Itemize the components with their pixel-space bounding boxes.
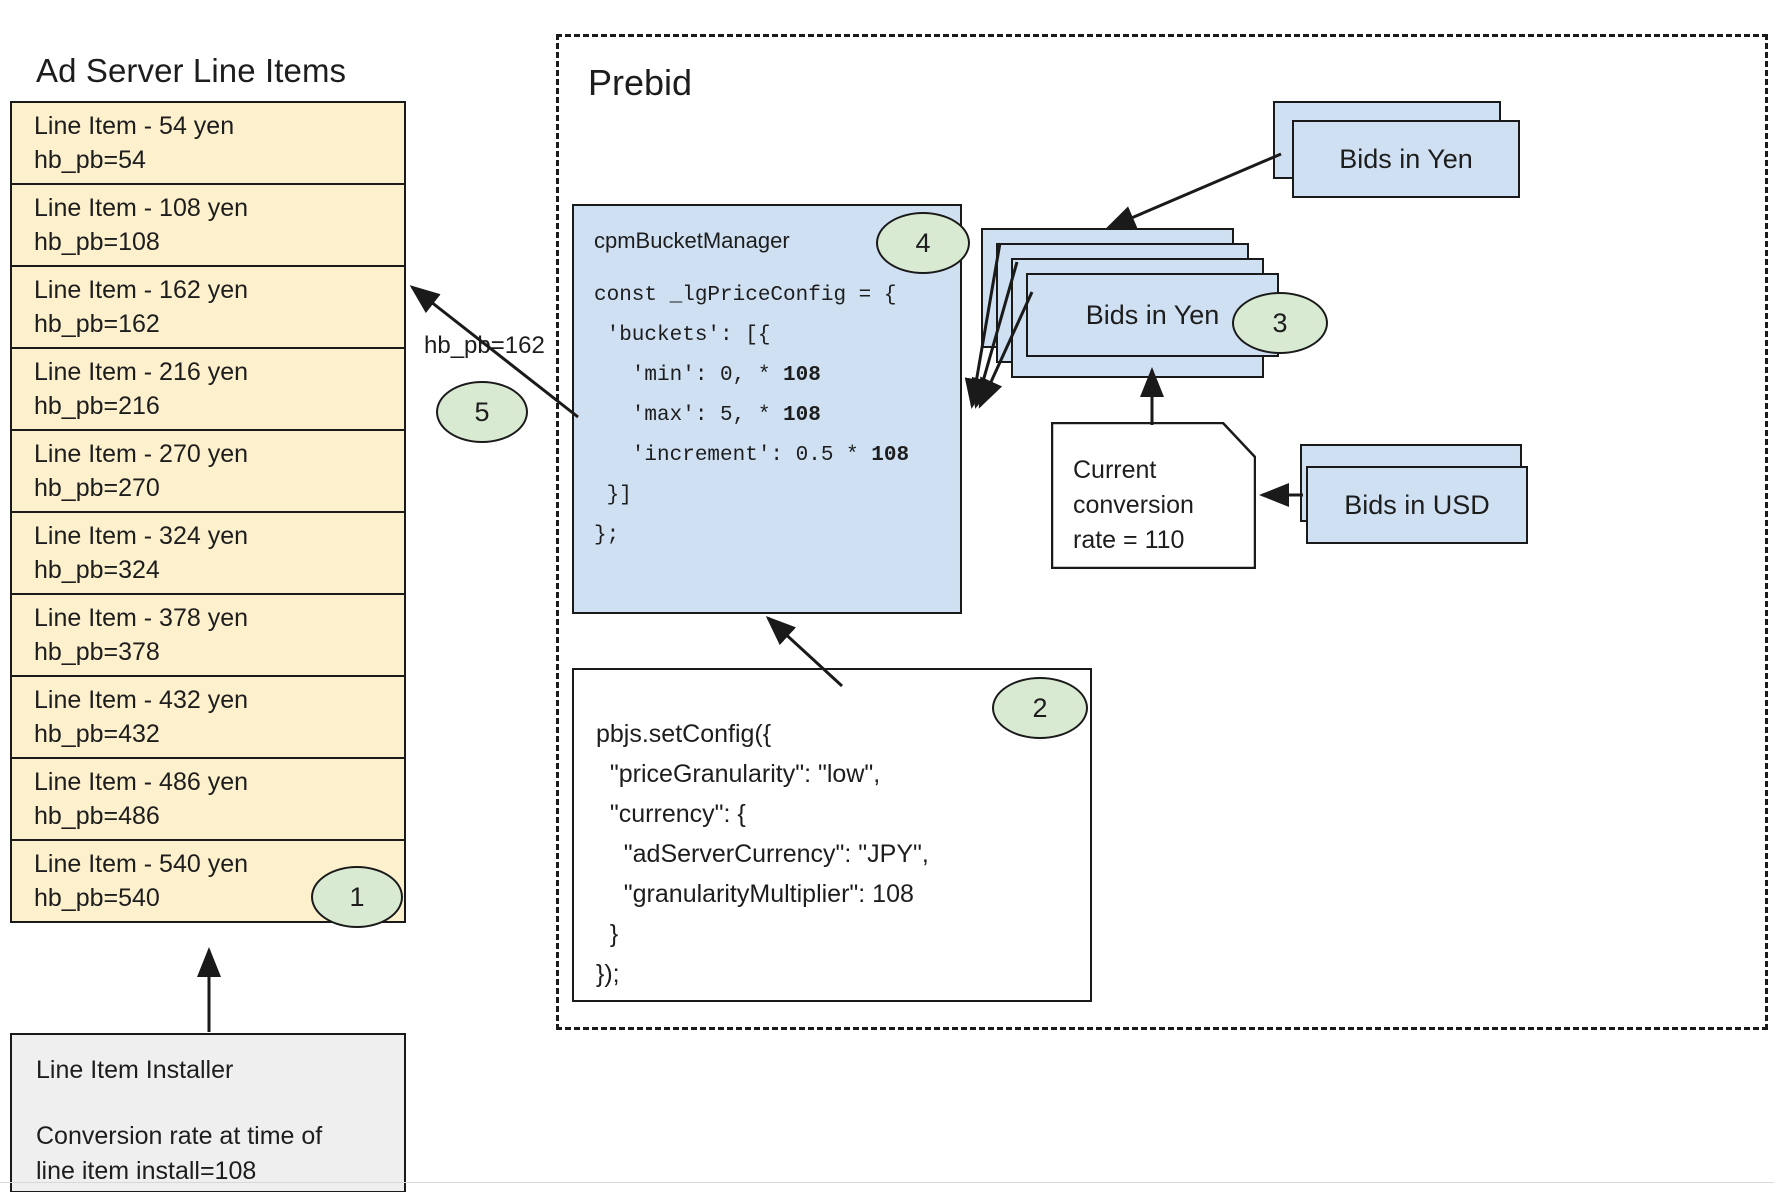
line-item-row[interactable]: Line Item - 378 yen hb_pb=378 <box>12 595 404 677</box>
cpm-bucket-manager-header: cpmBucketManager <box>594 228 790 253</box>
bottom-divider <box>0 1182 1774 1183</box>
line-items-table: Line Item - 54 yen hb_pb=54 Line Item - … <box>10 101 406 923</box>
line-item-installer-title: Line Item Installer <box>36 1056 234 1084</box>
line-item-key: hb_pb=378 <box>34 638 160 666</box>
line-item-row[interactable]: Line Item - 162 yen hb_pb=162 <box>12 267 404 349</box>
edge-label-hb-pb: hb_pb=162 <box>424 332 545 359</box>
ad-server-line-items-title: Ad Server Line Items <box>36 52 347 89</box>
cpm-bucket-manager-box: cpmBucketManager const _lgPriceConfig = … <box>572 204 962 614</box>
line-item-row[interactable]: Line Item - 216 yen hb_pb=216 <box>12 349 404 431</box>
conversion-rate-note-text: Current conversion rate = 110 <box>1073 453 1194 558</box>
step-badge-3-label: 3 <box>1272 307 1288 338</box>
cpm-bucket-manager-code: const _lgPriceConfig = { 'buckets': [{ '… <box>594 284 910 547</box>
pbjs-setconfig-code: pbjs.setConfig({ "priceGranularity": "lo… <box>596 720 929 988</box>
step-badge-1: 1 <box>311 866 403 928</box>
line-item-name: Line Item - 486 yen <box>34 768 249 796</box>
line-item-key: hb_pb=54 <box>34 146 146 174</box>
conversion-rate-note: Current conversion rate = 110 <box>1050 421 1257 570</box>
bids-in-usd-box[interactable]: Bids in USD <box>1306 466 1528 544</box>
prebid-title: Prebid <box>588 62 693 103</box>
step-badge-5: 5 <box>436 381 528 443</box>
line-item-key: hb_pb=486 <box>34 802 160 830</box>
line-item-name: Line Item - 540 yen <box>34 850 249 878</box>
line-item-row[interactable]: Line Item - 486 yen hb_pb=486 <box>12 759 404 841</box>
step-badge-2: 2 <box>992 677 1088 739</box>
line-item-key: hb_pb=108 <box>34 228 160 256</box>
step-badge-1-label: 1 <box>349 881 365 912</box>
prebid-boundary <box>556 34 1768 1030</box>
line-item-key: hb_pb=162 <box>34 310 160 338</box>
line-item-name: Line Item - 432 yen <box>34 686 249 714</box>
installer-note-line-1: Conversion rate at time of <box>36 1122 323 1150</box>
bids-in-usd-label: Bids in USD <box>1344 489 1490 520</box>
bids-in-yen-label: Bids in Yen <box>1085 299 1220 330</box>
step-badge-2-label: 2 <box>1032 692 1048 723</box>
note-line-3: rate = 110 <box>1073 526 1185 554</box>
line-item-installer-box: Line Item Installer Conversion rate at t… <box>10 1033 406 1192</box>
line-item-name: Line Item - 108 yen <box>34 194 249 222</box>
line-item-name: Line Item - 216 yen <box>34 358 249 386</box>
installer-note-line-2: line item install=108 <box>36 1157 257 1185</box>
line-item-key: hb_pb=270 <box>34 474 160 502</box>
line-item-row[interactable]: Line Item - 54 yen hb_pb=54 <box>12 103 404 185</box>
note-line-2: conversion <box>1073 491 1194 519</box>
line-item-row[interactable]: Line Item - 108 yen hb_pb=108 <box>12 185 404 267</box>
bids-in-yen-top-label: Bids in Yen <box>1339 143 1473 174</box>
note-shape-icon <box>1050 421 1257 570</box>
line-item-key: hb_pb=324 <box>34 556 160 584</box>
line-item-name: Line Item - 54 yen <box>34 112 235 140</box>
line-item-key: hb_pb=216 <box>34 392 160 420</box>
line-item-name: Line Item - 162 yen <box>34 276 249 304</box>
line-item-name: Line Item - 378 yen <box>34 604 249 632</box>
line-item-name: Line Item - 324 yen <box>34 522 249 550</box>
line-item-installer-note: Conversion rate at time of line item ins… <box>36 1119 384 1189</box>
note-line-1: Current <box>1073 456 1157 484</box>
line-item-key: hb_pb=432 <box>34 720 160 748</box>
bids-in-yen-top-box[interactable]: Bids in Yen <box>1292 120 1520 198</box>
line-item-row[interactable]: Line Item - 270 yen hb_pb=270 <box>12 431 404 513</box>
step-badge-5-label: 5 <box>474 396 490 427</box>
step-badge-3: 3 <box>1232 292 1328 354</box>
step-badge-4: 4 <box>876 212 970 274</box>
line-item-row[interactable]: Line Item - 324 yen hb_pb=324 <box>12 513 404 595</box>
pbjs-setconfig-box: pbjs.setConfig({ "priceGranularity": "lo… <box>572 668 1092 1002</box>
line-item-key: hb_pb=540 <box>34 884 160 912</box>
line-item-row[interactable]: Line Item - 432 yen hb_pb=432 <box>12 677 404 759</box>
line-item-name: Line Item - 270 yen <box>34 440 249 468</box>
step-badge-4-label: 4 <box>915 227 931 258</box>
